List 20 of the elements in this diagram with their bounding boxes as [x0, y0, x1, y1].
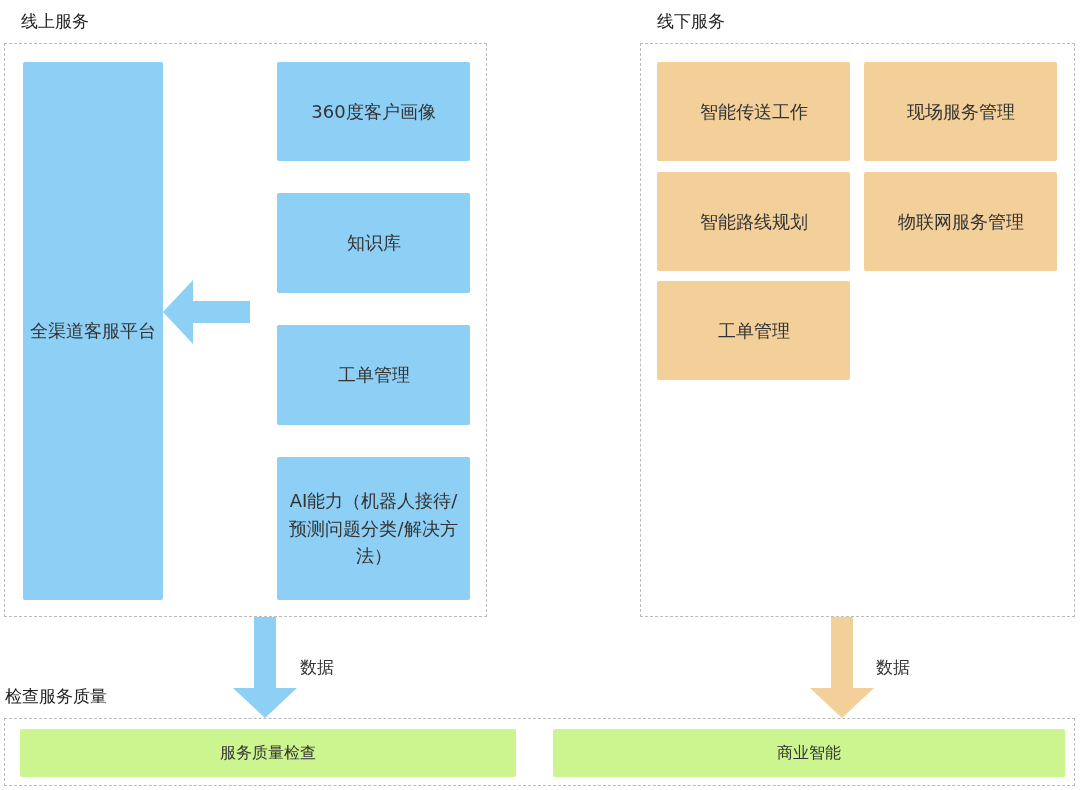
service-box: 知识库	[277, 193, 470, 293]
group-heading: 线下服务	[657, 10, 725, 33]
service-box: 智能传送工作	[657, 62, 850, 161]
service-box: 现场服务管理	[864, 62, 1057, 161]
block-arrow	[163, 280, 250, 344]
service-box: AI能力（机器人接待/预测问题分类/解决方法）	[277, 457, 470, 600]
block-arrow	[233, 617, 297, 718]
service-box: 智能路线规划	[657, 172, 850, 271]
group-heading: 线上服务	[21, 10, 89, 33]
service-box: 全渠道客服平台	[23, 62, 163, 600]
edge-label: 数据	[876, 656, 910, 679]
service-box: 服务质量检查	[20, 729, 516, 777]
service-box: 商业智能	[553, 729, 1065, 777]
service-box: 360度客户画像	[277, 62, 470, 161]
block-arrow	[810, 617, 874, 718]
group-heading: 检查服务质量	[5, 685, 107, 708]
service-box: 物联网服务管理	[864, 172, 1057, 271]
edge-label: 数据	[300, 656, 334, 679]
service-box: 工单管理	[277, 325, 470, 425]
service-box: 工单管理	[657, 281, 850, 380]
